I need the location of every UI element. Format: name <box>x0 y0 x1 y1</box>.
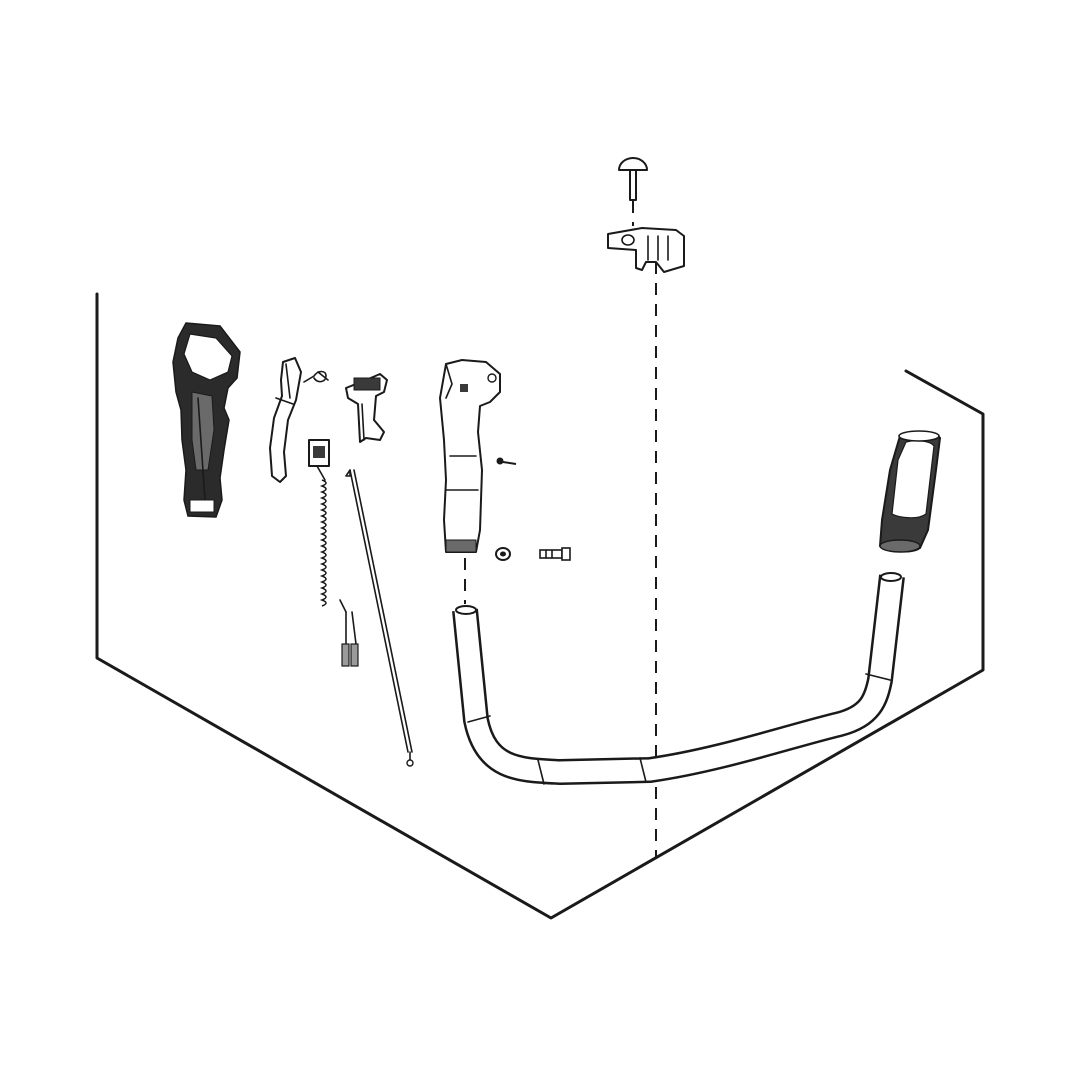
stop-switch-with-wires <box>308 439 359 667</box>
nut <box>495 547 511 561</box>
torsion-spring <box>303 370 329 383</box>
handle-clamp <box>607 227 685 273</box>
small-screw <box>496 457 517 465</box>
throttle-trigger <box>345 373 388 443</box>
throttle-cable <box>345 469 414 767</box>
isometric-frame <box>95 292 985 920</box>
handle-housing-right <box>439 359 501 553</box>
foam-grip <box>878 430 942 553</box>
assembly-guide-lines <box>464 201 657 858</box>
handle-housing-left <box>172 322 241 518</box>
loop-handle-bar <box>452 572 905 785</box>
bolt <box>539 547 571 561</box>
knob-screw <box>618 157 648 201</box>
throttle-lockout-lever <box>269 357 302 483</box>
